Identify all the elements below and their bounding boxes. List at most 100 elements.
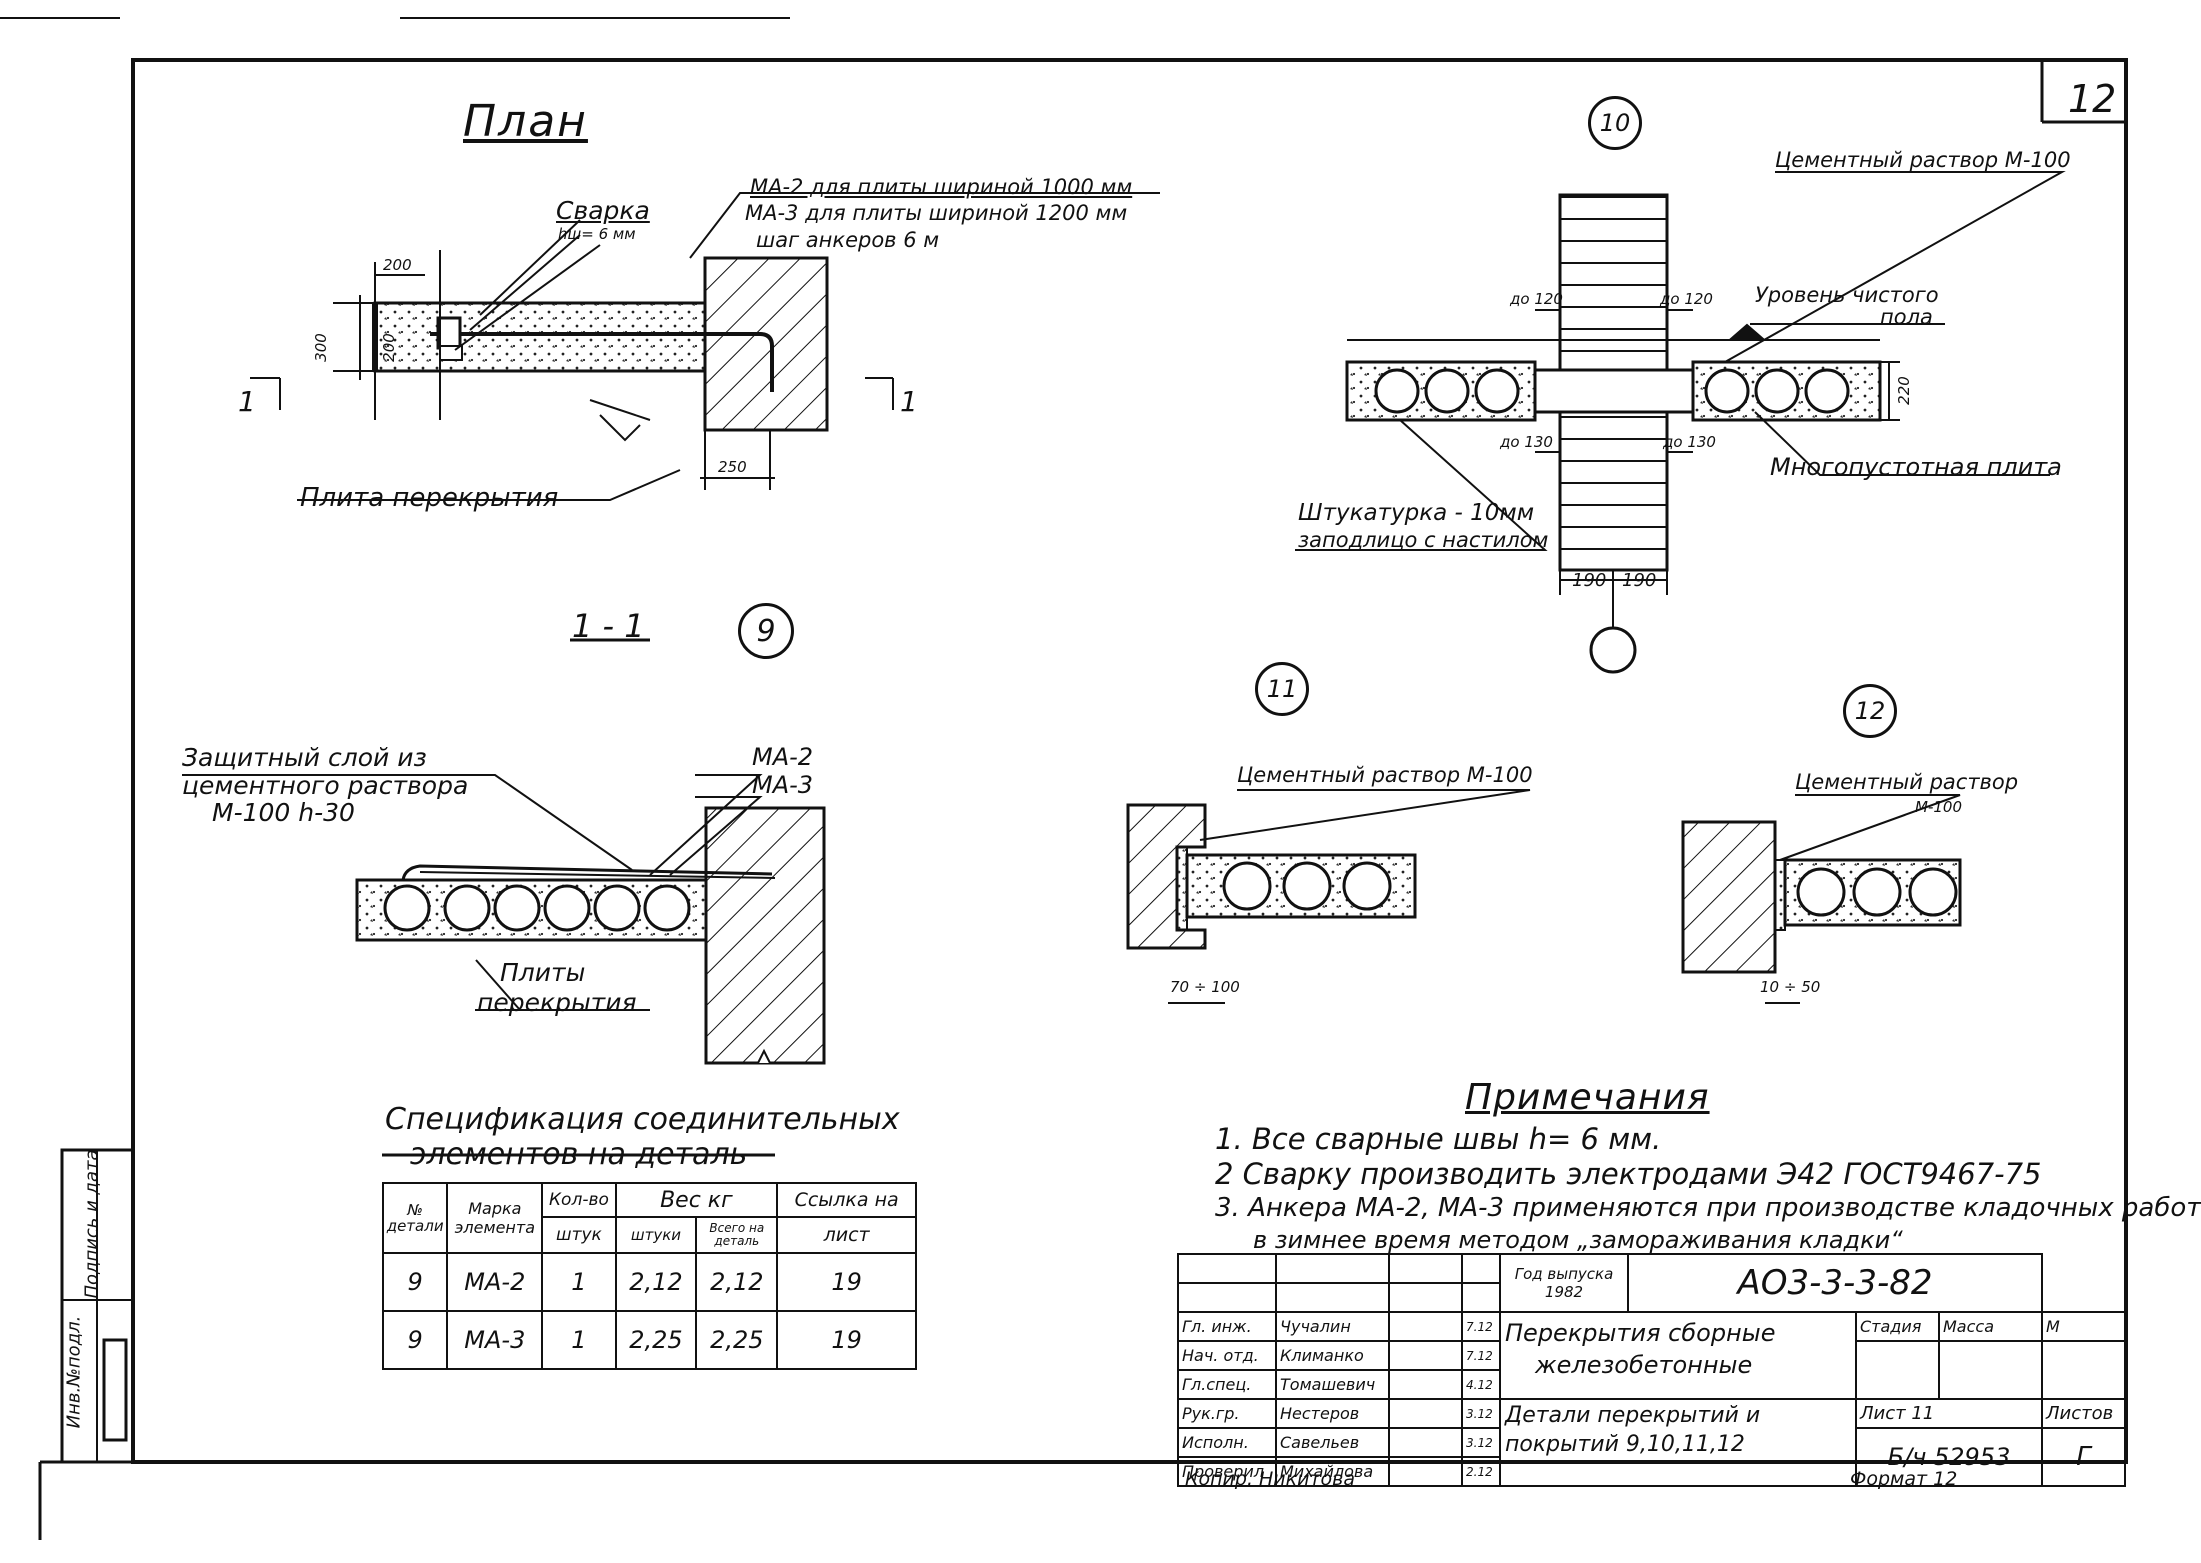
section-mark-left: 1 [238,385,256,418]
d12-dim: 10 ÷ 50 [1760,978,1821,996]
detail-10-number: 10 [1599,109,1631,137]
slab-label: Плита перекрытия [300,483,559,513]
weld-height-label: hш= 6 мм [558,225,636,243]
stamp-role: Рук.гр. [1177,1398,1277,1429]
stamp-name: Томашевич [1275,1369,1390,1400]
stamp-name: Нестеров [1275,1398,1390,1429]
spec-header-mark: Марка элемента [446,1182,544,1254]
section-ma2-label: МА-2 [752,743,814,771]
stamp-empty [1388,1282,1463,1313]
anchor-note-ma2: МА-2 для плиты шириной 1000 мм [750,175,1133,199]
detail-11-drawing [1126,789,1531,1004]
stamp-role: Гл. инж. [1177,1311,1277,1342]
d10-dim-do120-right: до 120 [1660,290,1713,308]
spec-header-ref-1: Ссылка на [776,1182,917,1218]
stamp-signature [1388,1427,1463,1458]
stamp-date: 4.12 [1461,1369,1501,1400]
anchor-step-note: шаг анкеров 6 м [756,228,940,252]
stamp-letter: Г [2041,1427,2126,1487]
spec-header-qty-2: штук [541,1216,617,1254]
spec-cell-qty: 1 [541,1252,617,1312]
side-stamp-sign: Подпись и дата [81,1149,103,1299]
plan-dim-300: 300 [311,333,330,362]
d11-dim: 70 ÷ 100 [1170,978,1240,996]
side-stamp-inv: Инв.№подл. [63,1315,85,1429]
stamp-name: Чучалин [1275,1311,1390,1342]
spec-row: 9 МА-3 1 2,25 2,25 19 [381,1310,917,1370]
spec-cell-ref: 19 [776,1252,917,1312]
spec-header-weight: Вес кг [614,1182,779,1218]
note-item-2: 2 Сварку производить электродами Э42 ГОС… [1215,1157,2042,1191]
spec-header-detail-no: № детали [381,1182,449,1254]
stamp-role: Нач. отд. [1177,1340,1277,1371]
stamp-signature [1388,1456,1463,1487]
note-item-3-continued: в зимнее время методом „замораживания кл… [1253,1226,1903,1254]
stamp-subtitle-1: Детали перекрытий и [1505,1403,1761,1428]
hollow-cores-detail-10 [1374,368,1850,414]
d10-floor-level-2: пола [1880,305,1933,329]
stamp-empty [1461,1282,1501,1313]
protect-layer-line-3: М-100 h-30 [212,798,355,827]
spec-cell-qty: 1 [541,1310,617,1370]
detail-10-marker: 10 [1588,96,1642,150]
stamp-title-1: Перекрытия сборные [1505,1319,1776,1347]
protect-layer-line-2: цементного раствора [182,771,469,800]
stamp-date: 2.12 [1461,1456,1501,1487]
spec-cell-unit: 2,12 [614,1252,698,1312]
plan-dim-200-vertical: 200 [379,333,398,362]
spec-cell-unit: 2,25 [614,1310,698,1370]
stamp-mass-value [1938,1340,2043,1400]
section-1-1-drawing [182,774,826,1065]
d12-mortar-label-1: Цементный раствор [1795,770,2019,794]
spec-cell-detail: 9 [381,1252,449,1312]
protect-layer-line-1: Защитный слой из [182,743,427,772]
drawing-canvas [0,17,2128,1540]
plan-dim-200: 200 [383,256,412,274]
stamp-stage-value [1855,1340,1940,1400]
stamp-title-cell: Перекрытия сборные железобетонные [1499,1311,1857,1400]
copied-by: Копир. Никитова [1185,1468,1356,1490]
stamp-date: 3.12 [1461,1427,1501,1458]
d10-dim-190-right: 190 [1622,570,1657,591]
stamp-mass: Масса [1938,1311,2043,1342]
detail-10-drawing [1295,171,2066,674]
stamp-year-label: Год выпуска [1514,1265,1614,1283]
note-item-3: 3. Анкера МА-2, МА-3 применяются при про… [1215,1193,2201,1223]
d10-floor-level-1: Уровень чистого [1755,283,1939,307]
d11-mortar-label: Цементный раствор М-100 [1237,763,1533,787]
spec-row: 9 МА-2 1 2,12 2,12 19 [381,1252,917,1312]
d10-dim-190-left: 190 [1572,570,1607,591]
plan-title: План [463,96,588,147]
d10-plaster-label-2: заподлицо с настилом [1298,528,1549,552]
stamp-sheets-label: Листов [2041,1398,2126,1429]
anchor-note-ma3: МА-3 для плиты шириной 1200 мм [745,201,1128,225]
detail-9-marker: 9 [738,603,794,659]
spec-table: № детали Марка элемента Кол-во Вес кг Сс… [381,1182,917,1370]
stamp-empty [1177,1253,1277,1284]
detail-11-number: 11 [1266,675,1298,703]
stamp-signature [1388,1340,1463,1371]
stamp-subtitle-2: покрытий 9,10,11,12 [1505,1431,1745,1457]
spec-cell-mark: МА-3 [446,1310,544,1370]
hollow-cores-section [383,884,691,932]
title-block: Год выпуска 1982 АО3-3-3-82 Гл. инж. Чуч… [1177,1253,2126,1487]
d12-mortar-label-2: М-100 [1915,798,1962,816]
slabs-label-1: Плиты [500,958,586,987]
d10-mortar-label: Цементный раствор М-100 [1775,148,2071,172]
stamp-role: Исполн. [1177,1427,1277,1458]
spec-title-2: элементов на деталь [410,1137,748,1172]
detail-12-number: 12 [1854,697,1886,725]
stamp-sheet-label: Лист 11 [1855,1398,2043,1429]
sheet-number: 12 [2068,77,2117,121]
stamp-code: АО3-3-3-82 [1627,1253,2043,1313]
stamp-empty [1388,1253,1463,1284]
d10-dim-do130-right: до 130 [1663,433,1716,451]
stamp-empty [1177,1282,1277,1313]
stamp-date: 7.12 [1461,1311,1501,1342]
detail-9-number: 9 [756,613,776,649]
stamp-name: Михайлова [1275,1456,1390,1487]
detail-11-marker: 11 [1255,662,1309,716]
welding-label: Сварка [556,196,650,225]
spec-cell-total: 2,25 [695,1310,779,1370]
stamp-name: Савельев [1275,1427,1390,1458]
